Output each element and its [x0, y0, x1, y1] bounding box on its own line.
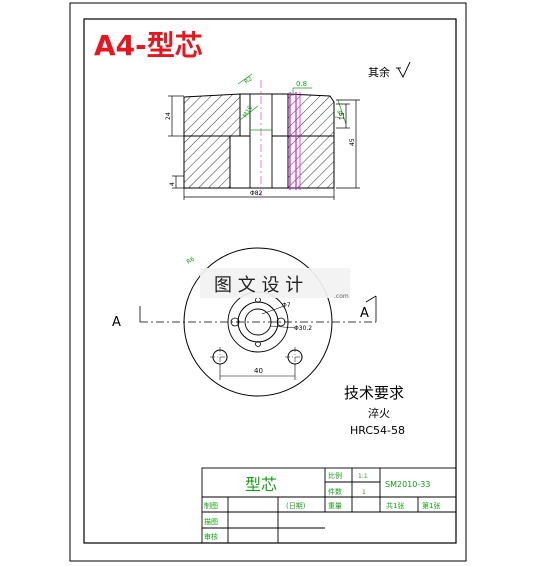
section-label-right: A	[360, 306, 369, 321]
dim-15: 15	[339, 112, 346, 120]
plan-view: A A Φ7 Φ30.2 40 R6	[112, 247, 377, 397]
section-view: 0.8 R2 M10 1.6 24 4 Φ82 45 15	[165, 73, 360, 200]
surface-note: 其余	[368, 65, 390, 79]
dim-pcd: Φ30.2	[294, 325, 312, 332]
dim-r6: R6	[186, 256, 197, 266]
bolt-hole-bottom-small	[255, 341, 261, 347]
dim-4: 4	[169, 182, 176, 186]
dim-45: 45	[349, 138, 356, 146]
tech-heading: 技术要求	[344, 384, 404, 402]
drawn-label: 制图	[204, 501, 218, 510]
title-block	[201, 467, 457, 544]
review-label: 审核	[204, 532, 218, 541]
part-name: 型芯	[245, 475, 277, 494]
tech-line-1: 淬火	[368, 406, 390, 420]
tech-line-2: HRC54-58	[350, 424, 405, 437]
sheets-total: 共1张	[386, 501, 404, 510]
watermark: 图 文 设 计 .com	[200, 268, 350, 300]
roughness-symbol	[396, 61, 411, 78]
dimensions-black	[168, 95, 360, 200]
sheet-number: 第1张	[422, 501, 440, 510]
date-label: (日期)	[286, 502, 306, 510]
dim-24: 24	[165, 112, 172, 120]
dim-08: 0.8	[296, 80, 307, 88]
qty-value: 1	[362, 489, 366, 496]
section-label-left: A	[112, 315, 121, 330]
dim-spacing: 40	[254, 367, 263, 375]
dim-width: Φ82	[250, 190, 263, 197]
dim-16: 1.6	[334, 109, 344, 121]
section-cut-line	[139, 295, 377, 323]
check-label: 描图	[204, 517, 218, 526]
watermark-sub: .com	[334, 293, 349, 300]
dim-hole: Φ7	[282, 302, 291, 309]
lower-left-hatch	[183, 135, 231, 189]
dim-r2: R2	[243, 75, 254, 85]
upper-right-hatch	[287, 93, 335, 137]
scale-value: 1:1	[358, 473, 368, 480]
weight-label: 重量	[328, 502, 342, 510]
drawing-number: SM2010-33	[385, 480, 430, 489]
watermark-text: 图 文 设 计	[214, 275, 303, 296]
upper-left-hatch	[183, 93, 241, 137]
drawing-title: A4-型芯	[94, 29, 203, 62]
qty-label: 件数	[328, 487, 342, 496]
outer-frame	[69, 2, 467, 562]
scale-label: 比例	[328, 471, 342, 480]
lower-right-hatch	[287, 135, 335, 189]
